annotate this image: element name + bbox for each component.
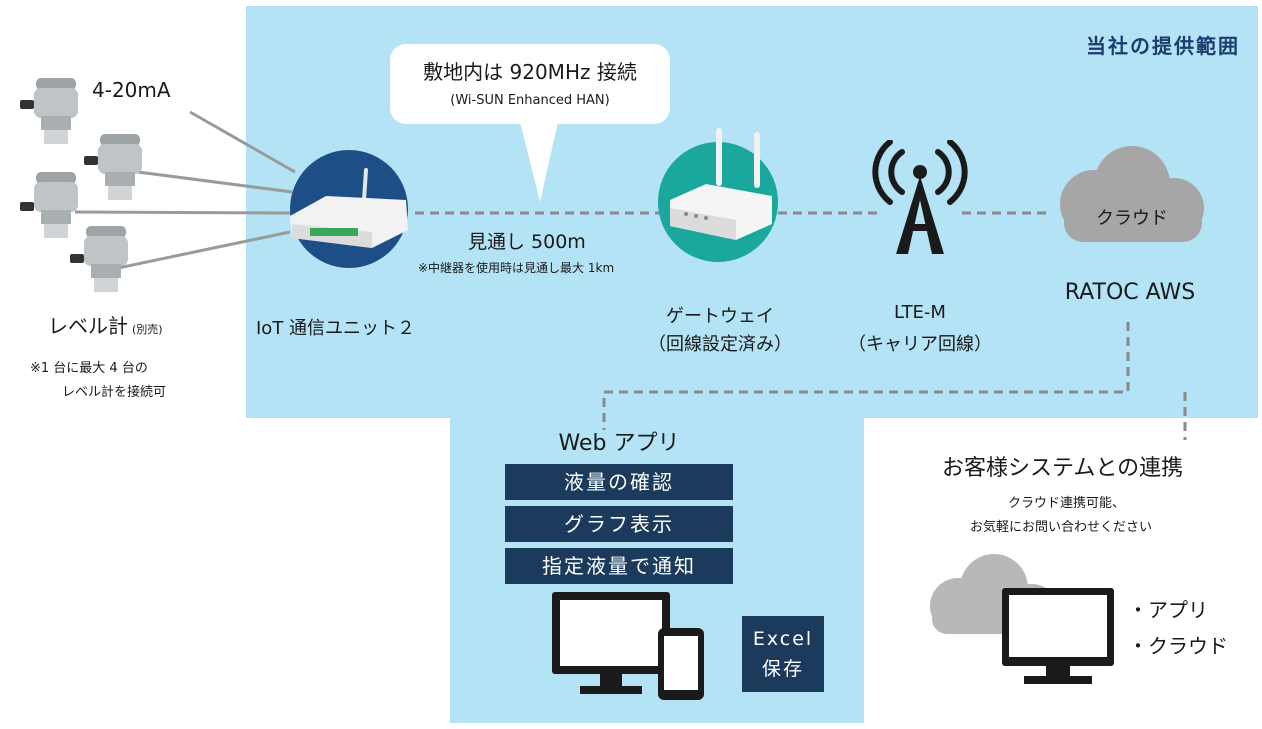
feature-graph: グラフ表示 [505,506,733,542]
excel-save-label: 保存 [761,658,804,680]
cloud-icon [1060,146,1204,242]
cloud-service-label: RATOC AWS [1064,280,1196,305]
sensor-note: (別売) [132,323,163,336]
level-sensor-icon [20,78,78,144]
iot-unit-label: IoT 通信ユニット２ [256,318,416,339]
customer-monitor-icon [1002,588,1114,684]
iot-unit-icon [290,168,408,248]
level-sensor-icon [84,134,142,200]
customer-item-app: ・アプリ [1128,598,1208,622]
web-app-title: Web アプリ [558,431,680,456]
sensor-label: レベル計 (別売) [48,310,163,339]
signal-label: 4-20mA [92,78,171,102]
bubble-line-2: (Wi-SUN Enhanced HAN) [450,93,610,108]
cloud-label: クラウド [1096,208,1168,229]
customer-title: お客様システムとの連携 [942,456,1184,481]
gateway-sub: （回線設定済み） [648,334,792,355]
excel-export-badge: Excel 保存 [742,616,824,692]
customer-cloud-monitor-icon [930,554,1114,684]
link-range-label: 見通し 500m [468,231,586,253]
lte-tower-icon [872,140,968,254]
link-range-note: ※中継器を使用時は見通し最大 1km [418,261,615,275]
customer-item-cloud: ・クラウド [1128,634,1228,658]
level-sensor-icon [20,172,78,238]
feature-check-volume: 液量の確認 [505,464,733,500]
gateway-label: ゲートウェイ [666,306,774,327]
lte-sub: （キャリア回線） [848,334,992,355]
bubble-line-1: 敷地内は 920MHz 接続 [423,60,637,84]
lte-label: LTE-M [894,302,946,323]
link-cloud-webapp [602,322,1130,430]
feature-notify: 指定液量で通知 [505,548,733,584]
excel-label: Excel [752,628,814,650]
bubble-tail [520,122,558,202]
scope-label: 当社の提供範囲 [1086,34,1240,58]
wire-3 [74,210,291,215]
sensor-connect-note-1: ※1 台に最大 4 台の [30,361,148,376]
customer-desc-2: お気軽にお問い合わせください [970,520,1153,535]
customer-desc-1: クラウド連携可能、 [1008,496,1126,511]
monitor-tablet-icon [552,592,704,700]
wire-1 [189,110,296,174]
wireless-bubble: 敷地内は 920MHz 接続 (Wi-SUN Enhanced HAN) [390,44,670,124]
wire-2 [137,170,293,194]
sensor-connect-note-2: レベル計を接続可 [62,385,167,400]
level-sensor-icon [70,226,128,292]
level-sensors [20,78,142,292]
wire-4 [117,230,291,270]
gateway-icon [670,128,772,240]
sensor-name: レベル計 [48,314,128,338]
